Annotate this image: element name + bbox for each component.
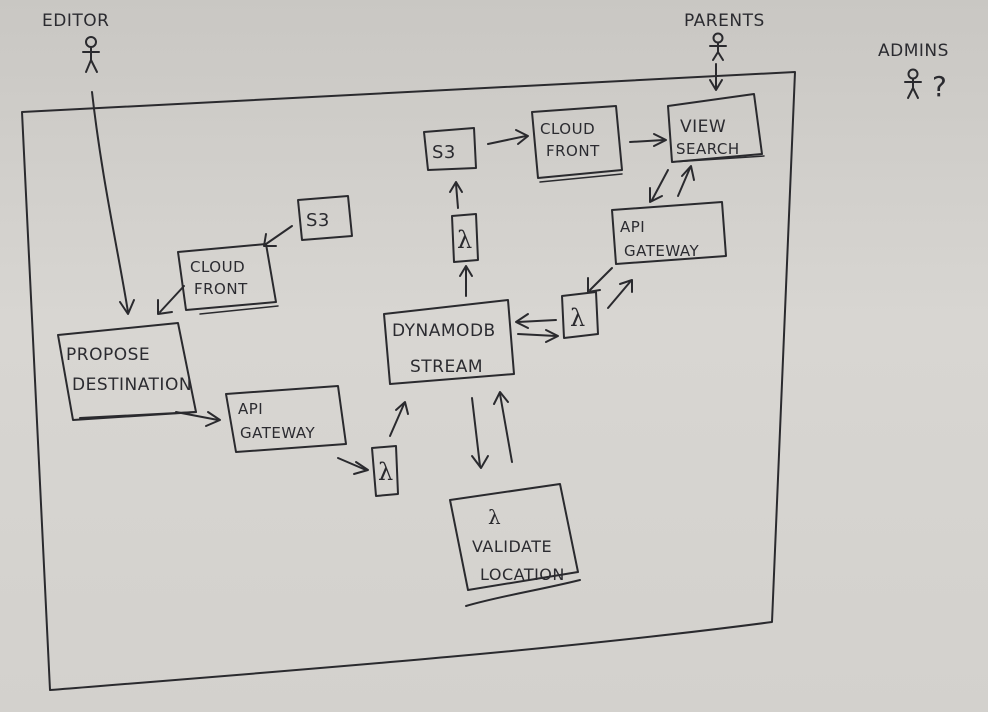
editor-actor: EDITOR (42, 11, 109, 73)
arrow-propose-to-api (175, 411, 219, 421)
api-gateway-right-box: API GATEWAY (611, 201, 727, 265)
s3-top-box: S3 (423, 127, 477, 171)
view-search-box: VIEW SEARCH (667, 93, 765, 163)
dynamodb-stream-box: DYNAMODB STREAM (383, 299, 515, 385)
propose-destination-line2: DESTINATION (72, 375, 192, 395)
validate-location-line2: LOCATION (480, 565, 565, 584)
cloudfront-top-line2: FRONT (546, 142, 600, 160)
arrow-api-right-to-lambda (589, 267, 613, 291)
s3-left-box: S3 (297, 195, 353, 241)
arrow-dynamodb-to-validate (471, 397, 481, 467)
api-gateway-right-line1: API (620, 218, 645, 236)
view-search-line1: VIEW (680, 117, 726, 137)
dynamodb-stream-line1: DYNAMODB (392, 321, 496, 341)
api-gateway-left-line1: API (238, 400, 263, 418)
arrow-cloudfront-to-propose (159, 285, 185, 313)
validate-location-box: λ VALIDATE LOCATION (449, 483, 581, 607)
cloudfront-left-line1: CLOUD (190, 258, 245, 276)
arrow-s3-to-cloudfront-left (265, 225, 293, 245)
arrow-dynamodb-to-lambda-right (517, 333, 557, 337)
stick-figure-icon (904, 68, 922, 99)
arrow-api-right-to-view (677, 167, 691, 197)
arrow-lambda-to-s3-top (455, 183, 459, 209)
api-gateway-left-box: API GATEWAY (225, 385, 347, 453)
lambda-top-label: λ (457, 226, 472, 254)
stick-figure-icon (709, 32, 727, 61)
lambda-top-box: λ (451, 213, 479, 263)
arrow-view-to-api-right (651, 169, 669, 201)
dynamodb-stream-line2: STREAM (410, 357, 483, 377)
arrow-api-to-lambda (337, 457, 367, 471)
s3-left-label: S3 (306, 210, 330, 231)
propose-destination-box: PROPOSE DESTINATION (57, 322, 197, 421)
cloudfront-left-line2: FRONT (194, 280, 248, 298)
cloudfront-top-line1: CLOUD (540, 120, 595, 138)
arrow-validate-to-dynamodb (499, 393, 513, 463)
lambda-right-label: λ (570, 304, 585, 332)
arrow-s3-to-cloudfront-top (487, 135, 527, 145)
cloudfront-left-box: CLOUD FRONT (177, 243, 279, 315)
arrow-lambda-to-dynamodb (389, 403, 405, 437)
admins-question-mark: ? (932, 70, 947, 103)
arrow-lambda-to-api-right (607, 281, 631, 309)
lambda-right-box: λ (561, 291, 599, 339)
connector-arrows (91, 63, 723, 475)
propose-destination-line1: PROPOSE (66, 345, 150, 365)
cloudfront-top-box: CLOUD FRONT (531, 105, 623, 183)
arrow-cloudfront-to-view (629, 139, 665, 143)
admins-label: ADMINS (878, 41, 949, 61)
validate-location-lambda: λ (488, 505, 501, 529)
validate-location-line1: VALIDATE (472, 537, 552, 556)
arrow-lambda-right-to-dynamodb (517, 319, 557, 323)
editor-label: EDITOR (42, 11, 109, 31)
view-search-line2: SEARCH (676, 140, 740, 158)
parents-actor: PARENTS (684, 11, 765, 61)
stick-figure-icon (82, 36, 100, 73)
api-gateway-left-line2: GATEWAY (240, 424, 315, 442)
s3-top-label: S3 (432, 142, 456, 163)
lambda-left-box: λ (371, 445, 399, 497)
lambda-left-label: λ (378, 458, 393, 486)
api-gateway-right-line2: GATEWAY (624, 242, 699, 260)
parents-label: PARENTS (684, 11, 765, 31)
admins-actor: ADMINS ? (878, 41, 949, 103)
arrow-editor-to-propose (91, 91, 129, 313)
